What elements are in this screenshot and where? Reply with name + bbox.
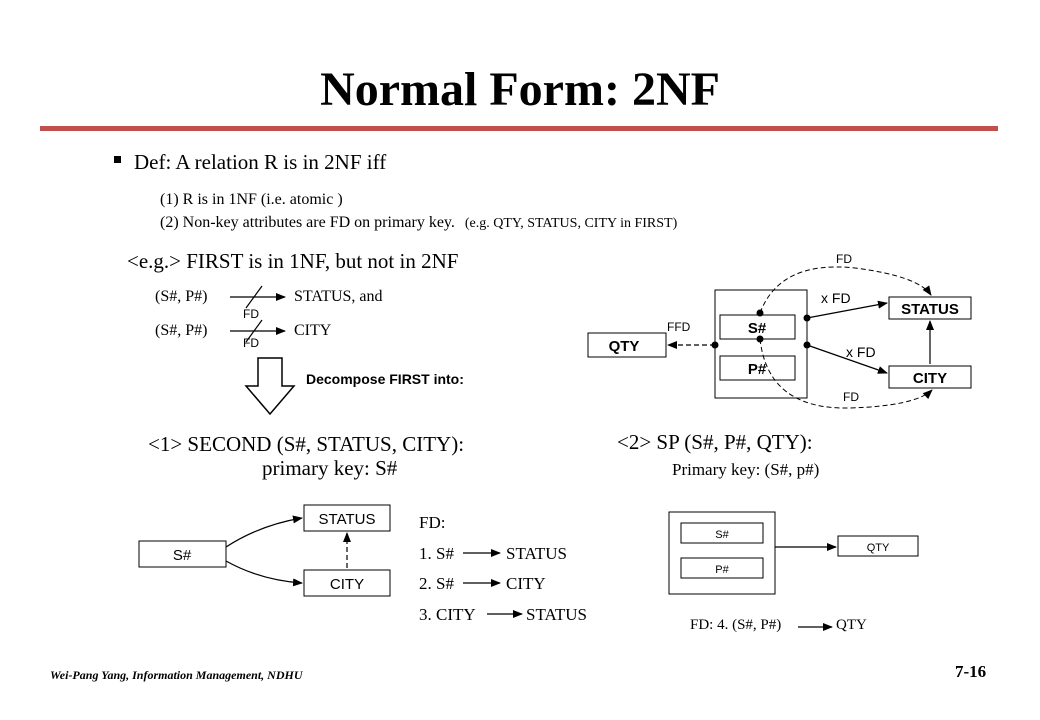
first-label-xfd-1: x FD <box>821 290 851 306</box>
first-label-ffd: FFD <box>667 320 691 334</box>
page-title: Normal Form: 2NF <box>320 63 720 116</box>
second-heading: <1> SECOND (S#, STATUS, CITY): <box>148 432 465 456</box>
sp-heading: <2> SP (S#, P#, QTY): <box>617 430 813 454</box>
definition-condition-2: (2) Non-key attributes are FD on primary… <box>160 214 677 232</box>
first-label-xfd-2: x FD <box>846 344 876 360</box>
fd-line2-rhs: CITY <box>294 322 332 339</box>
second-fd1-rhs: STATUS <box>506 544 567 563</box>
page-number: 7-16 <box>955 662 987 681</box>
first-label-fd-bottom: FD <box>843 390 859 404</box>
first-s-key: S# <box>748 320 767 337</box>
footer-author: Wei-Pang Yang, Information Management, N… <box>50 668 303 682</box>
first-qty: QTY <box>609 338 640 355</box>
sp-primary-key: Primary key: (S#, p#) <box>672 460 820 479</box>
definition-heading: Def: A relation R is in 2NF iff <box>134 150 387 174</box>
fd-label-2: FD <box>243 336 259 350</box>
sp-fd-rhs: QTY <box>836 617 867 633</box>
first-p-key-box <box>719 355 796 381</box>
first-city: CITY <box>913 370 947 387</box>
first-diagram: S# P# QTY STATUS CITY <box>587 266 972 409</box>
fd-line1-rhs: STATUS, and <box>294 288 383 305</box>
second-city-box <box>303 569 391 597</box>
first-city-box <box>888 365 972 389</box>
second-s: S# <box>173 547 192 564</box>
second-fd2-rhs: CITY <box>506 574 546 593</box>
sp-s: S# <box>715 529 729 541</box>
fd-arrow-2-slashed <box>230 319 286 343</box>
first-s-key-box <box>719 314 796 340</box>
bullet-square-icon <box>114 156 121 163</box>
fd-line2-lhs: (S#, P#) <box>155 322 208 339</box>
second-fd-heading: FD: <box>419 513 446 532</box>
second-city: CITY <box>330 576 364 593</box>
fd-line1-lhs: (S#, P#) <box>155 288 208 305</box>
sp-s-box <box>680 522 764 544</box>
sp-fd-lhs: FD: 4. (S#, P#) <box>690 617 782 633</box>
second-fd3-lhs: 3. CITY <box>419 605 476 624</box>
definition-condition-1: (1) R is in 1NF (i.e. atomic ) <box>160 191 343 208</box>
sp-qty: QTY <box>867 542 890 554</box>
condition-2-example: (e.g. QTY, STATUS, CITY in FIRST) <box>464 216 678 231</box>
sp-p: P# <box>715 564 729 576</box>
decompose-label: Decompose FIRST into: <box>306 371 464 387</box>
second-status: STATUS <box>319 511 376 528</box>
first-status-box <box>888 296 972 320</box>
second-fd1-lhs: 1. S# <box>419 544 454 563</box>
first-p-key: P# <box>748 361 767 378</box>
sp-qty-box <box>837 535 919 557</box>
second-diagram: S# STATUS CITY <box>138 504 523 618</box>
example-heading: <e.g.> FIRST is in 1NF, but not in 2NF <box>127 249 459 273</box>
condition-2-main: (2) Non-key attributes are FD on primary… <box>160 214 455 231</box>
first-qty-box <box>587 332 667 358</box>
first-status: STATUS <box>901 301 959 318</box>
title-underline <box>40 126 998 131</box>
second-s-box <box>138 540 227 568</box>
fd-arrow-1-slashed <box>230 285 286 309</box>
fd-label-1: FD <box>243 307 259 321</box>
second-fd3-rhs: STATUS <box>526 605 587 624</box>
second-fd2-lhs: 2. S# <box>419 574 454 593</box>
sp-p-box <box>680 557 764 579</box>
sp-diagram: S# P# QTY <box>668 511 919 631</box>
second-status-box <box>303 504 391 532</box>
first-label-fd-top: FD <box>836 252 852 266</box>
second-primary-key: primary key: S# <box>262 456 398 480</box>
decompose-down-arrow-icon <box>244 357 296 416</box>
sp-key-container <box>668 511 776 595</box>
